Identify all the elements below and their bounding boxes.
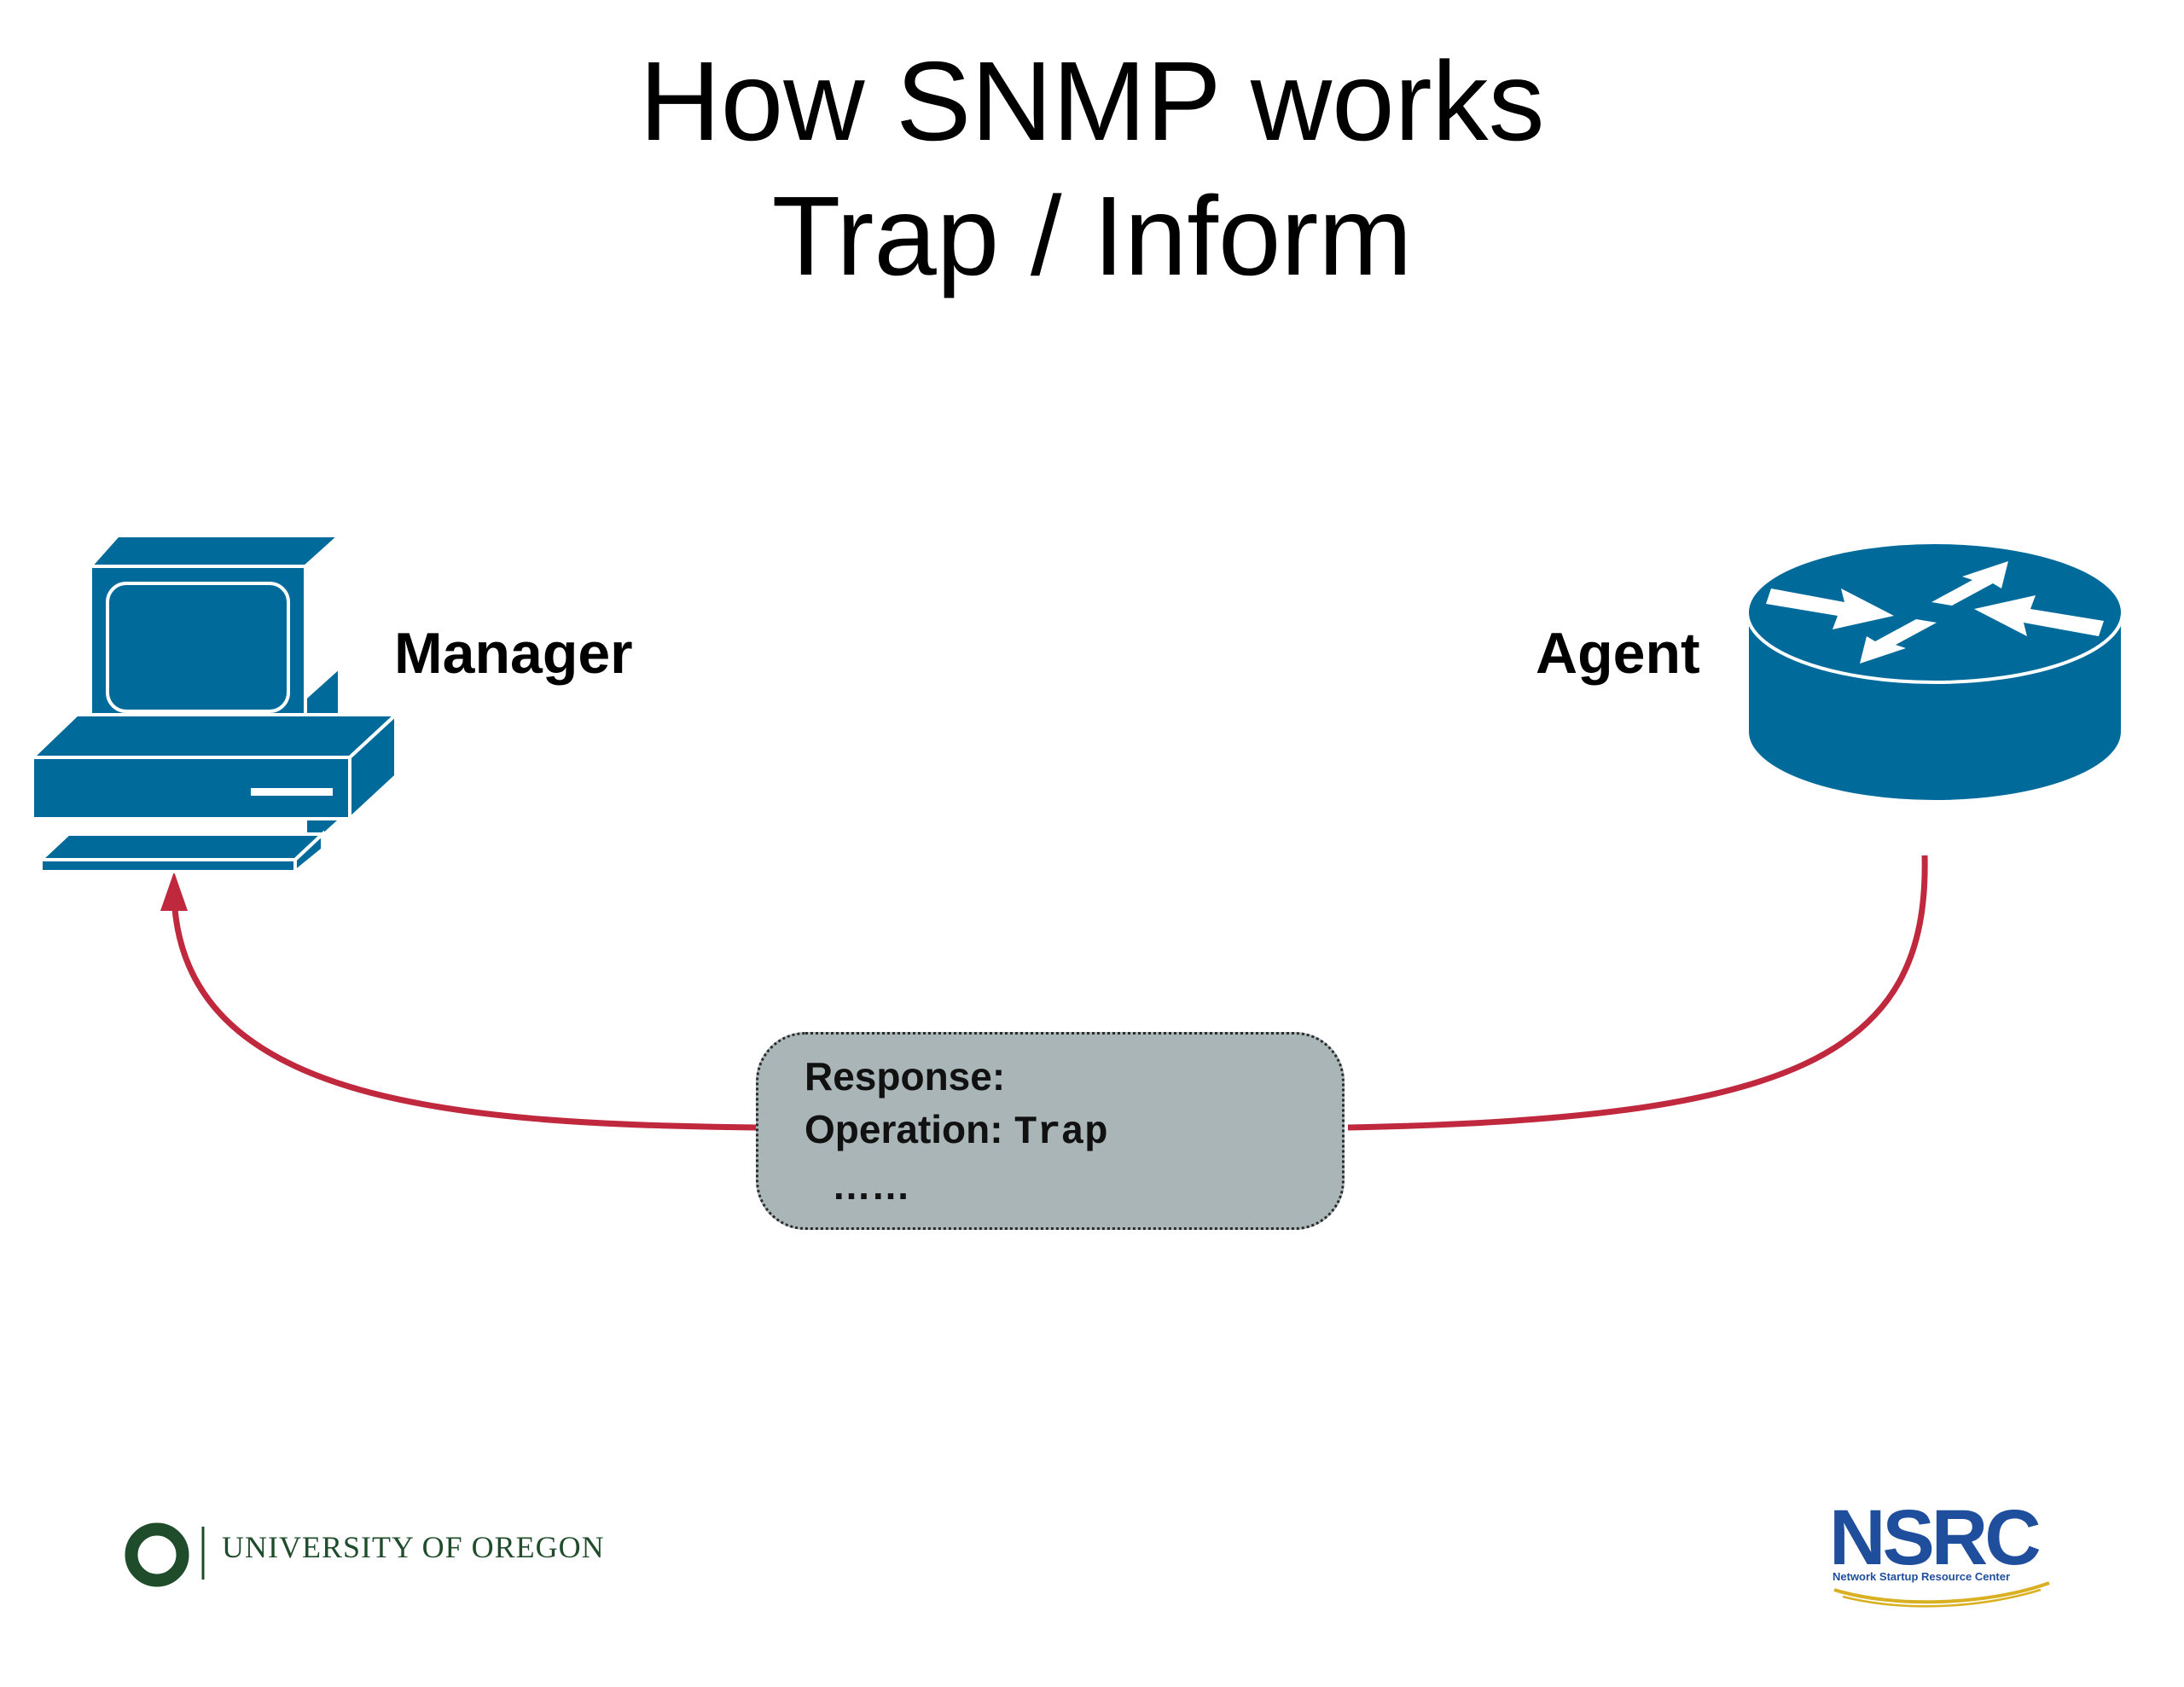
trap-message-box: Response: Operation: Trap …… [756, 1032, 1345, 1230]
operation-value: Trap [1014, 1110, 1108, 1155]
nsrc-swoosh-icon [1833, 1581, 2050, 1604]
arrowhead-icon [160, 872, 188, 911]
router-icon [1745, 541, 2124, 803]
workstation-icon [28, 534, 401, 876]
message-response-line: Response: [804, 1054, 1006, 1099]
message-operation-line: Operation: Trap [804, 1103, 1342, 1159]
operation-key: Operation: [804, 1107, 1014, 1151]
title-line-2: Trap / Inform [771, 173, 1413, 299]
agent-label: Agent [1536, 621, 1700, 686]
message-ellipsis: …… [832, 1163, 910, 1208]
uo-logo-text: UNIVERSITY OF OREGON [222, 1530, 605, 1564]
trap-arrow-right [1347, 855, 1928, 1131]
nsrc-logo-text: NSRC [1829, 1494, 2039, 1581]
uo-o-icon [125, 1513, 210, 1581]
university-of-oregon-logo: UNIVERSITY OF OREGON [125, 1513, 605, 1581]
nsrc-logo-tagline: Network Startup Resource Center [1833, 1570, 2010, 1583]
university-of-oregon-logo-mark [125, 1522, 205, 1587]
title-line-1: How SNMP works [639, 38, 1545, 164]
slide-title: How SNMP works Trap / Inform [0, 34, 2184, 304]
nsrc-logo: NSRC Network Startup Resource Center [1829, 1494, 2050, 1608]
trap-arrow-left [171, 895, 757, 1131]
manager-label: Manager [394, 621, 633, 686]
